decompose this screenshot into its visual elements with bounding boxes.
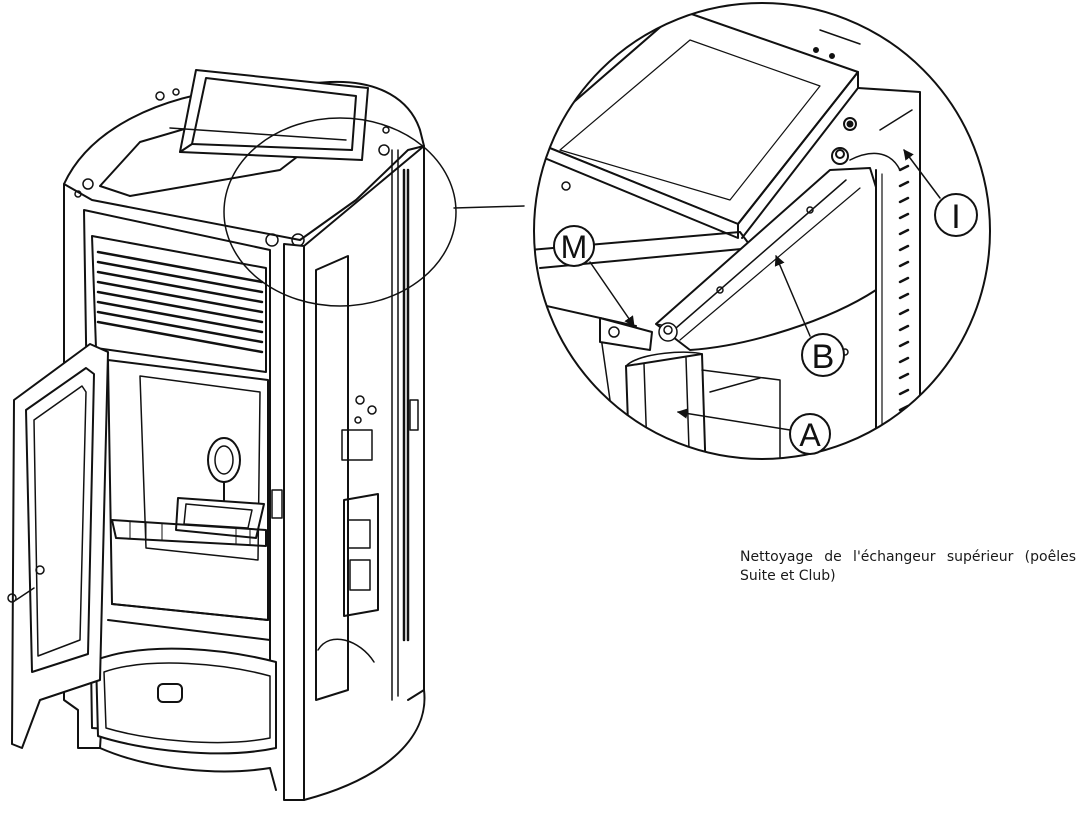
detail-highlight-circle xyxy=(223,117,457,307)
callout-a: A xyxy=(676,408,831,455)
electronics-panel xyxy=(343,493,379,617)
door-glass xyxy=(25,367,95,673)
pellet-stove xyxy=(7,69,426,801)
combustion-chamber xyxy=(107,359,269,621)
callout-i-label: I xyxy=(951,198,960,236)
inner-column xyxy=(315,255,349,701)
top-hatch-lid xyxy=(191,77,357,151)
stove-right-side xyxy=(303,145,425,701)
fire-grate xyxy=(111,519,267,547)
side-vent-slots xyxy=(402,168,410,642)
stove-body-right-column xyxy=(283,243,305,801)
ash-drawer xyxy=(95,647,277,755)
callout-b-label: B xyxy=(812,338,835,376)
detail-connector-line xyxy=(453,205,525,209)
top-bolts xyxy=(74,88,390,247)
zoom-bracket xyxy=(599,317,653,351)
grate-lines xyxy=(129,521,251,546)
zoom-vent-slots xyxy=(898,164,910,412)
stove-feet xyxy=(99,747,277,791)
cleaning-ring xyxy=(207,437,241,483)
detail-zoom xyxy=(534,9,921,459)
front-grille-slots xyxy=(96,250,264,354)
callout-m-label: M xyxy=(561,229,588,265)
detail-zoom-circle xyxy=(533,2,991,460)
front-grille-frame xyxy=(91,235,267,373)
callout-a-label: A xyxy=(799,417,821,453)
zoom-column xyxy=(625,353,707,459)
callout-b: B xyxy=(774,255,845,377)
drawer-handle xyxy=(157,683,183,703)
callout-m: M xyxy=(553,225,635,327)
callout-i: I xyxy=(903,149,978,237)
figure-caption: Nettoyage de l'échangeur supérieur (poêl… xyxy=(740,549,1076,584)
